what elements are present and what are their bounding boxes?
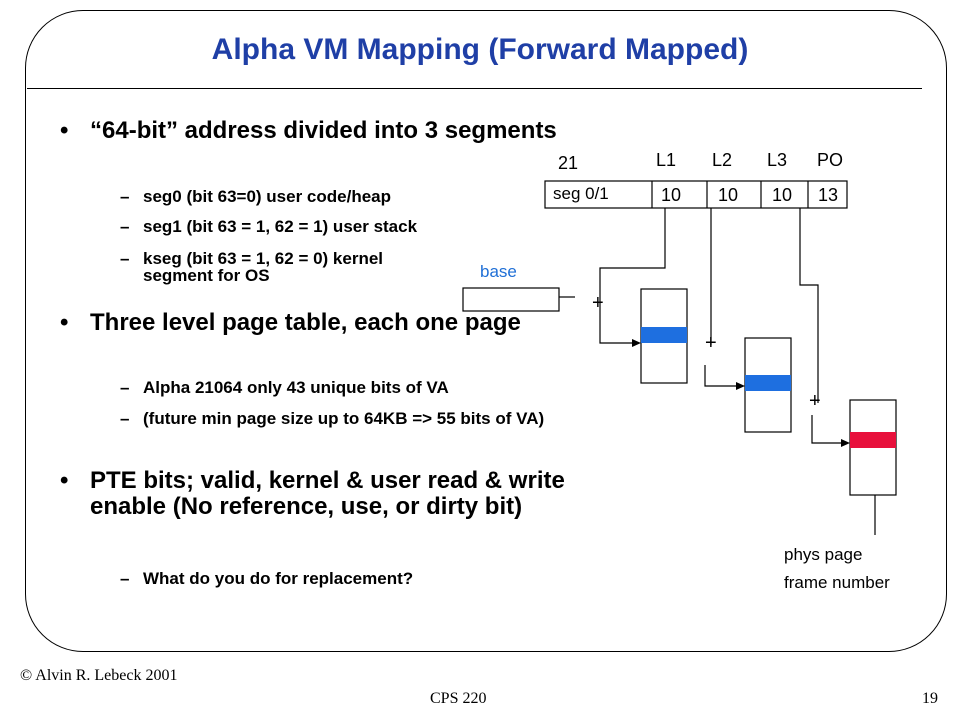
sub-bullet-dash: –	[120, 378, 130, 397]
sub-bullet-text: kseg (bit 63 = 1, 62 = 0) kernel segment…	[143, 249, 384, 285]
sub-bullet-text: seg1 (bit 63 = 1, 62 = 1) user stack	[143, 217, 418, 236]
sub-bullet-text: seg0 (bit 63=0) user code/heap	[143, 187, 392, 206]
frame-number-label: frame number	[784, 573, 890, 592]
sub-bullet-dash: –	[120, 187, 130, 206]
sub-bullet-text: Alpha 21064 only 43 unique bits of VA	[143, 378, 449, 397]
po-label: PO	[817, 150, 844, 170]
sub-bullet-dash: –	[120, 249, 130, 268]
arrow-head	[841, 439, 850, 447]
l1-label: L1	[656, 150, 677, 170]
l2-field: 10	[718, 185, 739, 205]
bullet-dot: •	[60, 467, 69, 494]
sub-bullet-dash: –	[120, 409, 130, 428]
l3-label: L3	[767, 150, 788, 170]
bullet-dot: •	[60, 117, 69, 144]
slide-frame	[25, 10, 947, 652]
arrow-head	[736, 382, 745, 390]
phys-page-label: phys page	[784, 545, 863, 564]
page-table-l1-entry	[641, 327, 687, 343]
base-label: base	[480, 262, 517, 281]
po-field: 13	[818, 185, 839, 205]
seg-bits-label: 21	[558, 153, 579, 173]
l3-add-path	[811, 415, 845, 444]
slide-title: Alpha VM Mapping (Forward Mapped)	[211, 33, 749, 66]
bullet-dot: •	[60, 309, 69, 336]
plus-sign: +	[809, 390, 821, 412]
page-table-l2-entry	[745, 375, 791, 391]
sub-bullet-dash: –	[120, 217, 130, 236]
footer-author: © Alvin R. Lebeck 2001	[20, 667, 178, 684]
sub-bullet-dash: –	[120, 569, 130, 588]
bullet-text: PTE bits; valid, kernel & user read & wr…	[90, 467, 565, 520]
bullet-text: Three level page table, each one page	[90, 309, 521, 336]
arrow-head	[632, 339, 641, 347]
l1-index-path	[599, 208, 666, 344]
page-table-l3-entry	[850, 432, 896, 448]
l3-field: 10	[772, 185, 793, 205]
l3-index-path	[799, 208, 819, 403]
bullet-text: “64-bit” address divided into 3 segments	[90, 117, 557, 144]
page-number: 19	[922, 690, 938, 707]
title-rule	[27, 88, 922, 89]
seg-field: seg 0/1	[553, 184, 609, 203]
l1-field: 10	[661, 185, 682, 205]
l2-label: L2	[712, 150, 733, 170]
plus-sign: +	[592, 292, 604, 314]
sub-bullet-text: What do you do for replacement?	[143, 569, 414, 588]
sub-bullet-text: (future min page size up to 64KB => 55 b…	[143, 409, 545, 428]
virtual-address-register	[544, 180, 848, 209]
footer-course: CPS 220	[430, 690, 487, 707]
l2-add-path	[704, 365, 740, 387]
plus-sign: +	[705, 332, 717, 354]
base-register	[462, 287, 560, 312]
